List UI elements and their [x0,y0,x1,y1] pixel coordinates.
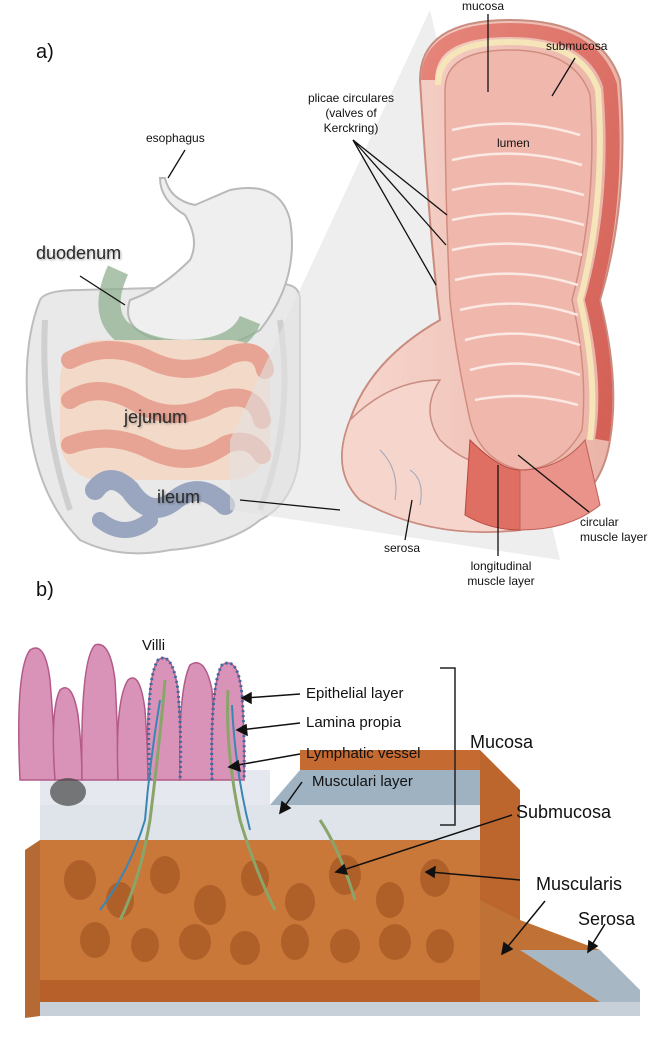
label-longitudinal-2: muscle layer [446,575,556,587]
label-epithelial-layer: Epithelial layer [306,686,404,701]
label-duodenum: duodenum [36,244,121,262]
label-longitudinal-1: longitudinal [446,560,556,572]
label-mucosa-b: Mucosa [470,733,533,751]
label-muscularis: Muscularis [536,875,622,893]
panel-a-illustration [0,0,658,590]
label-serosa-b: Serosa [578,910,635,928]
label-jejunum: jejunum [124,408,187,426]
label-submucosa-b: Submucosa [516,803,611,821]
panel-b-letter: b) [36,580,54,600]
panel-b-illustration [0,620,658,1038]
label-circular-1: circular [580,516,619,528]
label-ileum: ileum [157,488,200,506]
label-submucosa-a: submucosa [546,40,607,52]
label-musculari-layer: Musculari layer [312,774,413,789]
label-plicae-2: (valves of [286,107,416,119]
lymph-nodule [50,778,86,806]
label-lumen: lumen [497,137,530,149]
label-serosa-a: serosa [384,542,420,554]
label-circular-2: muscle layer [580,531,658,543]
label-lymphatic-vessel: Lymphatic vessel [306,746,421,761]
label-mucosa-a: mucosa [462,0,504,12]
label-plicae-3: Kerckring) [286,122,416,134]
label-lamina-propia: Lamina propia [306,715,401,730]
label-villi: Villi [142,638,165,653]
label-plicae-1: plicae circulares [286,92,416,104]
label-esophagus: esophagus [146,132,205,144]
